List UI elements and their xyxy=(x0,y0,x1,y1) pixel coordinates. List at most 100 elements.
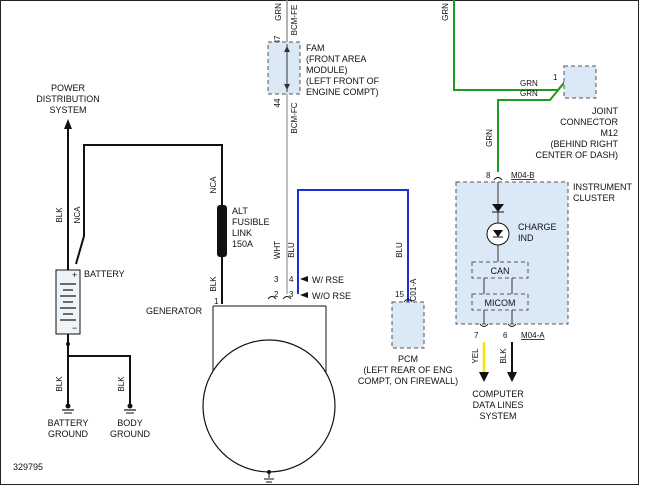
joint-pin-1: 1 xyxy=(553,73,558,82)
battery-minus-sign: − xyxy=(72,323,77,333)
cluster-connector-top: M04-B xyxy=(511,171,535,180)
pcm-pin-15: 15 xyxy=(395,290,404,299)
fam-label-3: MODULE) xyxy=(306,65,348,75)
diode-icon xyxy=(492,204,504,212)
pin-upper-3: 3 xyxy=(274,275,279,284)
wire-grn-label-fam: GRN xyxy=(274,3,283,21)
pin-lower-3: 3 xyxy=(289,290,294,299)
pcm-label-2: (LEFT REAR OF ENG xyxy=(363,365,452,375)
computer-data-lines-label-2: DATA LINES xyxy=(473,400,524,410)
fam-label-5: ENGINE COMPT) xyxy=(306,87,379,97)
cluster-terminal-8 xyxy=(493,177,503,181)
fam-connector-bottom-label: BCM-FC xyxy=(290,102,299,133)
cluster-connector-bottom: M04-A xyxy=(521,331,545,340)
pds-arrow-icon xyxy=(64,119,72,129)
body-ground-icon xyxy=(124,403,136,414)
instrument-cluster-label-2: CLUSTER xyxy=(573,193,616,203)
can-label: CAN xyxy=(490,266,509,276)
pcm-connector-label: C01-A xyxy=(409,278,418,301)
generator-label: GENERATOR xyxy=(146,306,203,316)
grn-wire-top xyxy=(453,0,558,91)
w-rse-arrow-icon xyxy=(300,276,308,282)
joint-connector-label-1: JOINT xyxy=(592,106,619,116)
joint-connector-label-3: M12 xyxy=(600,128,618,138)
wire-grn-label-joint-1: GRN xyxy=(520,79,538,88)
charge-ind-label-2: IND xyxy=(518,233,534,243)
cluster-pin-7: 7 xyxy=(474,331,479,340)
yel-arrow-icon xyxy=(479,372,489,382)
fam-arrow-up-icon xyxy=(284,46,290,52)
pcm-label-3: COMPT, ON FIREWALL) xyxy=(358,376,458,386)
computer-data-lines-label-3: SYSTEM xyxy=(479,411,516,421)
joint-connector-label-2: CONNECTOR xyxy=(560,117,618,127)
power-distribution-label-2: DISTRIBUTION xyxy=(36,94,100,104)
joint-connector-label-4: (BEHIND RIGHT xyxy=(551,139,619,149)
fam-connector-top-label: BCM-FE xyxy=(290,5,299,36)
pin-lower-2: 2 xyxy=(274,290,279,299)
fam-pin-37: 37 xyxy=(273,35,282,44)
wire-blk-label-body-ground: BLK xyxy=(117,376,126,392)
battery-ground-label-1: BATTERY xyxy=(48,418,89,428)
wire-blk-label-battery-top: BLK xyxy=(55,207,64,223)
battery-ground-splice xyxy=(66,342,70,346)
wire-blk-label-generator: BLK xyxy=(209,276,218,292)
wire-nca-label-left: NCA xyxy=(73,206,82,224)
joint-connector-label-5: CENTER OF DASH) xyxy=(535,150,618,160)
battery-ground-label-2: GROUND xyxy=(48,429,88,439)
blk-arrow-icon xyxy=(507,372,517,382)
generator-pin-1: 1 xyxy=(214,297,219,306)
generator-terminals xyxy=(267,296,292,300)
battery-label: BATTERY xyxy=(84,269,125,279)
figure-id: 329795 xyxy=(13,462,43,472)
blu-wire xyxy=(297,189,409,302)
pin-upper-4: 4 xyxy=(289,275,294,284)
body-ground-wire xyxy=(68,355,131,404)
pcm-terminal xyxy=(403,299,413,303)
micom-label: MICOM xyxy=(485,298,516,308)
fam-arrow-down-icon xyxy=(284,84,290,90)
generator-symbol xyxy=(202,305,336,483)
fam-pin-44: 44 xyxy=(273,98,282,107)
wire-blu-label-pcm: BLU xyxy=(395,242,404,258)
body-ground-label-1: BODY xyxy=(117,418,143,428)
wire-blk-label-battery-ground: BLK xyxy=(55,376,64,392)
fam-label-2: (FRONT AREA xyxy=(306,54,366,64)
computer-data-lines-label-1: COMPUTER xyxy=(472,389,524,399)
fam-module-box xyxy=(267,41,301,95)
wo-rse-label: W/O RSE xyxy=(312,291,351,301)
joint-connector-box xyxy=(563,65,597,99)
w-rse-label: W/ RSE xyxy=(312,275,344,285)
cluster-terminal-7 xyxy=(479,323,489,327)
grn-wire-bottom xyxy=(497,77,569,172)
wire-nca-label-right: NCA xyxy=(209,176,218,194)
pcm-label-1: PCM xyxy=(398,354,418,364)
power-distribution-label-1: POWER xyxy=(51,83,86,93)
fusible-link-label-3: LINK xyxy=(232,228,252,238)
wire-yel-label: YEL xyxy=(471,348,480,364)
battery-plus-sign: + xyxy=(72,270,77,280)
battery-ground-icon xyxy=(62,403,74,414)
power-distribution-label-3: SYSTEM xyxy=(49,105,86,115)
fam-label-1: FAM xyxy=(306,43,325,53)
wo-rse-arrow-icon xyxy=(300,292,308,298)
micom-box xyxy=(471,293,529,311)
wire-grn-label-joint-2: GRN xyxy=(520,89,538,98)
charge-led-icon xyxy=(493,230,503,237)
wire-blu-label-generator: BLU xyxy=(287,242,296,258)
fusible-link-icon xyxy=(217,205,227,257)
charge-ind-label-1: CHARGE xyxy=(518,222,557,232)
instrument-cluster-label-1: INSTRUMENT xyxy=(573,182,632,192)
fusible-link-label-4: 150A xyxy=(232,239,253,249)
wire-blk-label-cluster: BLK xyxy=(499,348,508,364)
pcm-module-box xyxy=(391,301,425,349)
cluster-pin-8: 8 xyxy=(486,171,491,180)
cluster-terminal-6 xyxy=(507,323,517,327)
wire-grn-label-top: GRN xyxy=(441,3,450,21)
fam-label-4: (LEFT FRONT OF xyxy=(306,76,380,86)
diagram-frame xyxy=(0,0,639,485)
battery-symbol xyxy=(55,269,81,335)
fusible-link-label-1: ALT xyxy=(232,206,248,216)
cluster-pin-6: 6 xyxy=(503,331,508,340)
